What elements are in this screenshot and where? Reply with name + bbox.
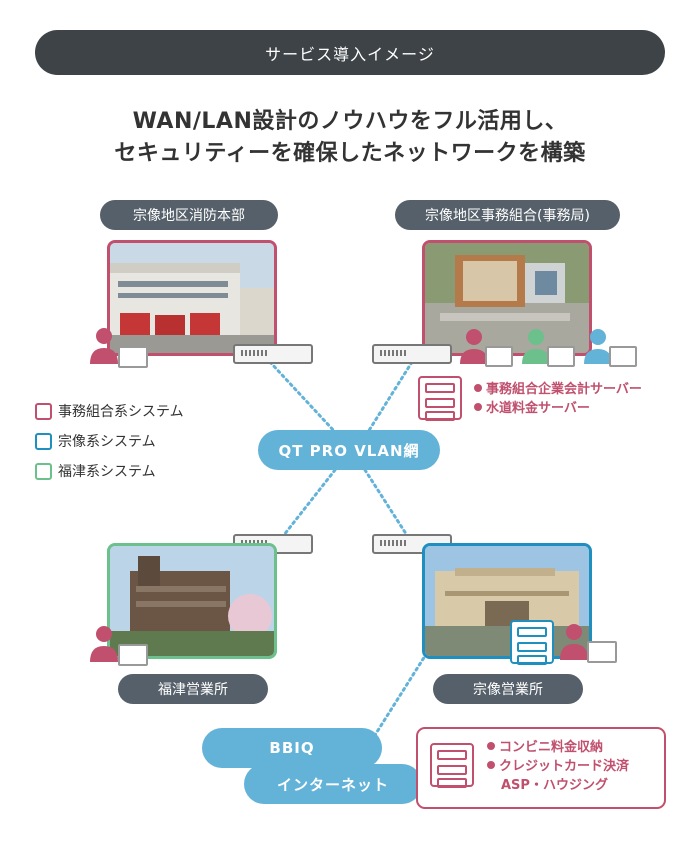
legend-label: 事務組合系システム [58,404,184,420]
laptop-icon [587,641,617,663]
server-rack-icon [510,620,554,665]
user-icon [560,624,588,660]
laptop-icon [118,346,148,368]
site-label-munakata: 宗像営業所 [433,674,583,704]
legend-swatch [35,462,52,480]
server-item: 事務組合企業会計サーバー [474,380,642,399]
service-list-internet: コンビニ料金収納 クレジットカード決済 ASP・ハウジング [487,738,629,795]
legend-label: 宗像系システム [58,434,156,450]
server-label: 事務組合企業会計サーバー [486,382,642,397]
headline-line2: セキュリティーを確保したネットワークを構築 [114,141,586,166]
laptop-icon [547,346,575,367]
laptop-icon [118,644,148,666]
line-top-left [268,360,337,434]
server-rack-icon [430,743,474,788]
site-label-fukutsu: 福津営業所 [118,674,268,704]
legend-item-fukutsu: 福津系システム [35,461,156,481]
service-label: コンビニ料金収納 [499,740,604,755]
service-item: コンビニ料金収納 [487,738,629,757]
user-icon [460,329,488,364]
line-bottom-left [278,468,337,542]
server-rack-icon [418,376,462,421]
laptop-icon [609,346,637,367]
server-item: 水道料金サーバー [474,399,642,418]
line-bottom-right [363,468,412,542]
server-list-union: 事務組合企業会計サーバー 水道料金サーバー [474,380,642,418]
page-header: サービス導入イメージ [35,30,665,75]
router-icon [233,344,313,364]
line-top-right [366,360,414,434]
server-label: 水道料金サーバー [486,401,590,416]
site-label-fire-hq: 宗像地区消防本部 [100,200,278,230]
photo-munakata-office [422,543,592,659]
user-icon [522,329,550,364]
user-icon [90,328,118,364]
laptop-icon [485,346,513,367]
router-icon [372,344,452,364]
photo-union-office [422,240,592,356]
photo-fire-station [107,240,277,356]
site-label-union-office: 宗像地区事務組合(事務局) [395,200,620,230]
service-item: クレジットカード決済 [487,757,629,776]
legend-item-union: 事務組合系システム [35,401,184,421]
service-label: クレジットカード決済 [499,759,630,774]
bbiq-node: BBIQ [202,728,382,768]
legend-swatch [35,432,52,450]
vlan-network-node: QT PRO VLAN網 [258,430,440,470]
line-to-bbiq [373,646,432,737]
user-icon [90,626,118,662]
user-icon [584,329,612,364]
legend-swatch [35,402,52,420]
internet-node: インターネット [244,764,422,804]
legend-item-munakata: 宗像系システム [35,431,156,451]
service-label: ASP・ハウジング [501,778,608,793]
photo-fukutsu-office [107,543,277,659]
service-item: ASP・ハウジング [487,776,629,795]
headline-line1: WAN/LAN設計のノウハウをフル活用し、 [132,109,568,134]
legend-label: 福津系システム [58,464,156,480]
